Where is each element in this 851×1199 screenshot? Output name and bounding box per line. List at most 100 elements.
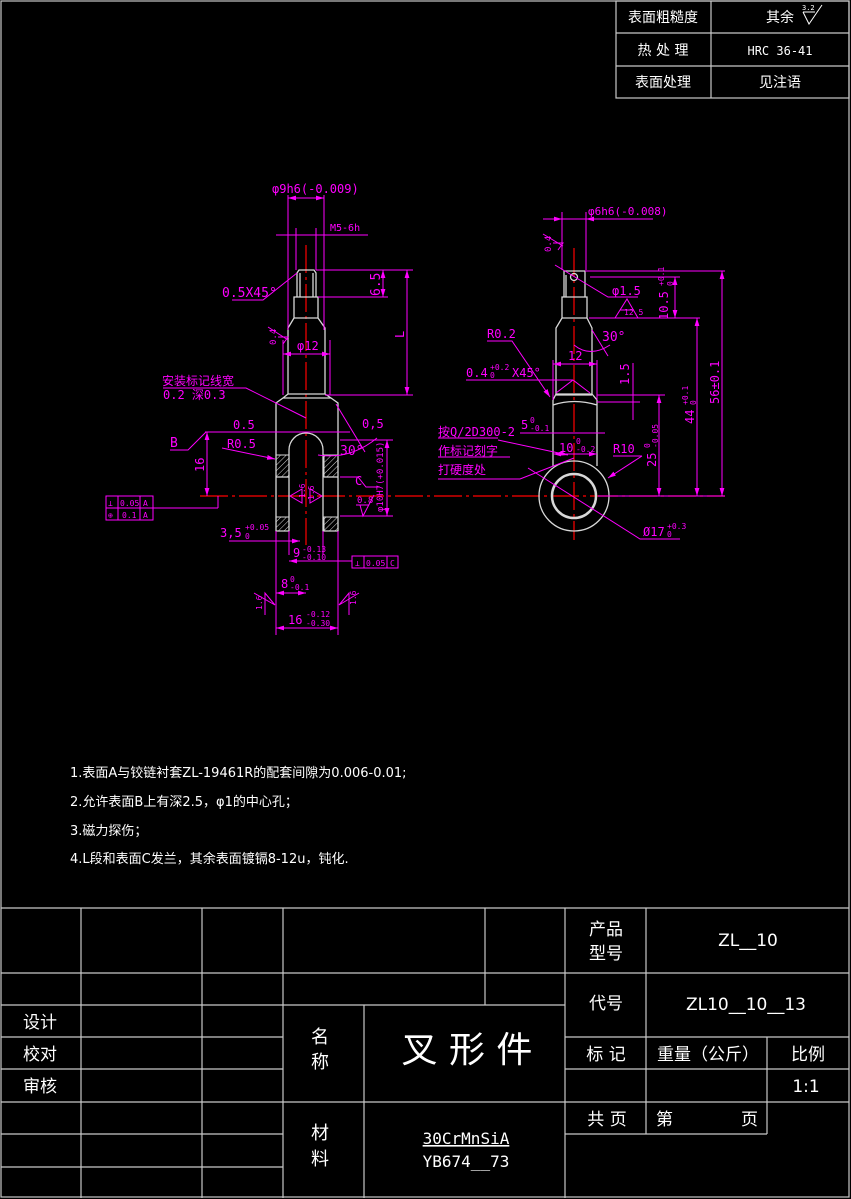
surface-C-label: C <box>355 474 362 488</box>
dim-16: 16 <box>193 458 207 472</box>
mark-line-label-2: 0.2 深0.3 <box>163 388 226 402</box>
dim-16-upper-tol: -0.12 <box>306 610 330 619</box>
roughness-symbol-icon: 3.2 <box>802 4 823 25</box>
weight-label: 重量（公斤） <box>657 1045 759 1065</box>
dim-phi17: Ø17 <box>643 525 665 539</box>
dim-12: 12 <box>568 349 582 363</box>
section-hatch <box>323 454 339 478</box>
material-value: 30CrMnSiA <box>423 1129 510 1148</box>
dim-25-lower-tol: -0.05 <box>651 424 660 448</box>
ra-1-6-center-left: 1.6 <box>298 483 307 498</box>
dim-10-5: 10.5 <box>657 291 671 320</box>
dim-16-lower-tol: -0.30 <box>306 619 330 628</box>
section-hatch <box>275 454 290 478</box>
spec-value-heat: HRC 36-41 <box>747 44 812 58</box>
dim-10-5-upper-tol: +0.1 <box>657 267 666 286</box>
dim-8-lower-tol: -0.1 <box>290 583 309 592</box>
ra-1-6-right: 1.6 <box>349 590 358 605</box>
geometric-tolerance-frame-c: ⊥ 0.05 C <box>351 555 399 569</box>
dim-9: 9 <box>293 546 300 560</box>
ra-1-6-center-right: 1.6 <box>307 485 316 500</box>
dim-30-deg-right: 30° <box>602 330 625 345</box>
roughness-symbol-icon <box>253 591 276 615</box>
scale-value: 1:1 <box>792 1077 819 1097</box>
dim-r0-2: R0.2 <box>487 327 516 341</box>
mark-label: 标 记 <box>586 1045 625 1065</box>
code-value: ZL10__10__13 <box>686 995 806 1015</box>
dim-3-5: 3,5 <box>220 526 242 540</box>
note-3: 3.磁力探伤； <box>70 824 147 839</box>
note-label-hardness: 打硬度处 <box>438 462 486 477</box>
mark-line-label-1: 安装标记线宽 <box>162 373 234 388</box>
fcf-datum: A <box>143 511 148 520</box>
surface-B-label: B <box>170 436 178 451</box>
fcf-datum: A <box>143 499 148 508</box>
review-label: 审核 <box>23 1077 57 1097</box>
dim-chamfer-right: 0.4 <box>466 366 488 380</box>
dim-phi12: φ12 <box>297 339 319 353</box>
spec-label-surface: 表面处理 <box>635 75 691 91</box>
roughness-symbol-icon <box>356 494 375 518</box>
dim-phi17-lower-tol: 0 <box>667 530 672 539</box>
left-part-outline <box>275 269 339 532</box>
ra-1-6-left: 1.6 <box>255 595 264 610</box>
check-label: 校对 <box>23 1045 57 1065</box>
dim-16-bottom: 16 <box>288 613 302 627</box>
title-block: 产品 型号 ZL__10 代号 ZL10__10__13 设计 校对 审核 名 … <box>1 907 849 1198</box>
note-4: 4.L段和表面C发兰，其余表面镀镉8-12u，钝化. <box>70 851 349 867</box>
dim-0-5-left: 0.5 <box>233 418 255 432</box>
dim-10-lower-tol: -0.2 <box>576 445 595 454</box>
dim-0-5-right: 0,5 <box>362 417 384 431</box>
roughness-symbol-value: 3.2 <box>802 4 815 12</box>
dim-8-upper-tol: 0 <box>290 575 295 584</box>
dim-5: 5 <box>521 418 528 432</box>
scale-label: 比例 <box>791 1045 825 1065</box>
dim-10-5-lower-tol: 0 <box>666 281 675 286</box>
technical-notes: 1.表面A与铰链衬套ZL-19461R的配套间隙为0.006-0.01; 2.允… <box>70 765 407 867</box>
dim-L: L <box>393 331 407 338</box>
fcf-datum: C <box>390 559 395 568</box>
fcf-value: 0.1 <box>122 511 137 520</box>
roughness-symbol-icon <box>614 298 639 319</box>
chamfer-angle: X45° <box>512 366 541 380</box>
part-name: 叉 形 件 <box>402 1030 533 1071</box>
roughness-symbol-icon <box>267 326 289 345</box>
dim-8: 8 <box>281 577 288 591</box>
dim-44-lower-tol: 0 <box>689 400 698 405</box>
dim-10-upper-tol: 0 <box>576 437 581 446</box>
dim-phi6: φ6h6(-0.008) <box>588 205 667 218</box>
dim-5-lower-tol: -0.1 <box>530 424 549 433</box>
page-suffix-label: 页 <box>741 1110 758 1130</box>
dim-chamfer: 0.5X45° <box>222 286 277 301</box>
dim-44-upper-tol: +0.1 <box>681 386 690 405</box>
note-label-standard: 按Q/2D300-2 <box>438 425 515 439</box>
note-label-engrave: 作标记刻字 <box>438 443 498 458</box>
dim-44: 44 <box>683 410 697 424</box>
dim-9-lower-tol: -0.10 <box>302 553 326 562</box>
ra-0-4-right: 0.4 <box>544 236 554 252</box>
left-view: φ9h6(-0.009) M5-6h 0.5X45° 6.5 L φ12 0.4… <box>105 182 725 635</box>
section-hatch <box>323 516 339 532</box>
dim-r0-5: R0.5 <box>227 437 256 451</box>
fcf-symbol: ⊥ <box>355 559 360 568</box>
fcf-value: 0.05 <box>120 499 139 508</box>
dim-3-5-upper-tol: +0.05 <box>245 523 269 532</box>
spec-label-heat: 热 处 理 <box>638 43 689 59</box>
note-2: 2.允许表面B上有深2.5，φ1的中心孔； <box>70 794 298 810</box>
roughness-symbol-icon <box>289 488 323 504</box>
spec-label-roughness: 表面粗糙度 <box>628 10 698 26</box>
page-label: 第 <box>656 1110 673 1130</box>
roughness-symbol-icon <box>338 591 360 615</box>
fcf-value: 0.05 <box>366 559 385 568</box>
right-view: φ6h6(-0.008) 0.4 φ1.5 12.5 10.5 +0.1 0 5… <box>438 205 725 540</box>
ra-12-5: 12.5 <box>624 308 643 317</box>
chamfer-lower-tol: 0 <box>490 371 495 380</box>
dim-phi1-5: φ1.5 <box>612 284 641 298</box>
dim-3-5-lower-tol: 0 <box>245 532 250 541</box>
dim-56: 56±0.1 <box>708 361 722 404</box>
dim-25: 25 <box>645 453 659 467</box>
name-label-2: 称 <box>311 1052 329 1073</box>
product-model-label-1: 产品 <box>589 920 623 940</box>
material-label-1: 材 <box>311 1123 329 1144</box>
